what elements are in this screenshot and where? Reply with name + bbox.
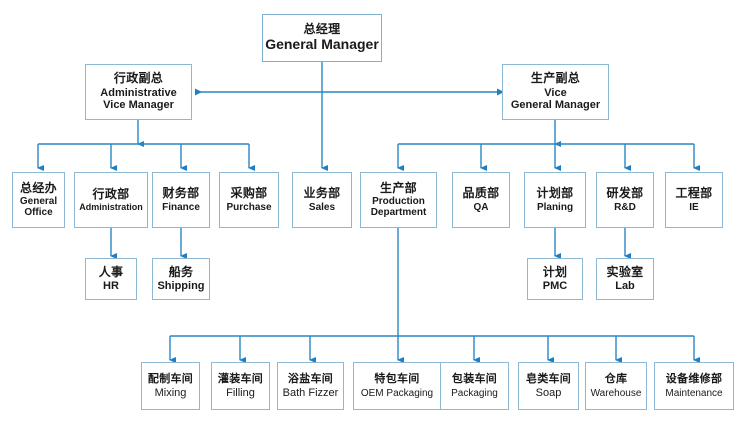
node-pmc[interactable]: 计划 PMC (527, 258, 583, 300)
node-label-en: Soap (535, 387, 562, 399)
node-label-en-line1: Production (372, 196, 425, 208)
node-label-cn: 灌装车间 (217, 372, 264, 385)
node-label-en: Packaging (451, 387, 498, 399)
node-oem-packaging[interactable]: 特包车间 OEM Packaging (353, 362, 441, 410)
node-label-en-line2: Office (24, 207, 53, 219)
node-label-cn: 包装车间 (451, 373, 498, 386)
node-label-cn: 生产部 (380, 180, 417, 195)
node-rnd[interactable]: 研发部 R&D (596, 172, 654, 228)
node-hr[interactable]: 人事 HR (85, 258, 137, 300)
node-qa[interactable]: 品质部 QA (452, 172, 510, 228)
node-label-cn: 总经理 (303, 21, 341, 36)
node-label-en: HR (103, 280, 119, 293)
node-finance[interactable]: 财务部 Finance (152, 172, 210, 228)
node-warehouse[interactable]: 仓库 Warehouse (585, 362, 647, 410)
node-label-cn: 生产副总 (530, 71, 581, 86)
node-label-en: Mixing (154, 387, 187, 399)
node-label-cn: 人事 (98, 264, 124, 279)
node-label-en: Lab (615, 280, 635, 293)
node-label-cn: 实验室 (606, 264, 644, 279)
node-label-cn: 仓库 (604, 373, 628, 386)
node-maintenance[interactable]: 设备维修部 Maintenance (654, 362, 734, 410)
node-label-cn: 计划 (542, 264, 568, 279)
node-administration[interactable]: 行政部 Administration (74, 172, 148, 228)
node-label-cn: 行政副总 (113, 71, 164, 86)
node-label-cn: 财务部 (162, 186, 200, 201)
node-ie[interactable]: 工程部 IE (665, 172, 723, 228)
node-lab[interactable]: 实验室 Lab (596, 258, 654, 300)
node-bath-fizzer[interactable]: 浴盐车间 Bath Fizzer (277, 362, 344, 410)
node-label-en: OEM Packaging (360, 387, 434, 399)
node-production-vice-general-manager[interactable]: 生产副总 Vice General Manager (502, 64, 609, 120)
node-label-en-line1: R&D (614, 201, 636, 213)
node-label-en: Warehouse (590, 387, 642, 399)
node-production-department[interactable]: 生产部 Production Department (360, 172, 437, 228)
node-label-en-line2: Vice Manager (103, 99, 174, 112)
node-purchase[interactable]: 采购部 Purchase (219, 172, 279, 228)
node-label-en: Maintenance (665, 387, 723, 399)
node-label-cn: 品质部 (462, 186, 500, 201)
node-label-en-line1: IE (689, 201, 699, 213)
node-planning[interactable]: 计划部 Planing (524, 172, 586, 228)
node-label-en-line1: Purchase (226, 201, 272, 213)
node-sales[interactable]: 业务部 Sales (292, 172, 352, 228)
node-label-en-line2: Department (370, 207, 427, 219)
node-label-cn: 浴盐车间 (287, 372, 334, 385)
node-label-en: PMC (542, 280, 568, 293)
node-label-cn: 皂类车间 (525, 372, 572, 385)
node-label-en-line1: Sales (308, 201, 336, 213)
node-label-en: Bath Fizzer (282, 387, 339, 399)
node-label-cn: 业务部 (303, 186, 341, 201)
node-label-en: Filling (226, 387, 255, 399)
node-packaging[interactable]: 包装车间 Packaging (440, 362, 509, 410)
node-shipping[interactable]: 船务 Shipping (152, 258, 210, 300)
node-general-manager[interactable]: 总经理 General Manager (262, 14, 382, 62)
node-label-en-line1: Administration (79, 202, 143, 213)
node-label-en-line1: Administrative (100, 86, 177, 99)
node-label-en-line1: QA (473, 201, 489, 213)
node-mixing[interactable]: 配制车间 Mixing (141, 362, 200, 410)
node-label-cn: 计划部 (536, 186, 574, 201)
node-label-cn: 行政部 (92, 186, 130, 201)
node-label-en: General Manager (265, 36, 379, 53)
node-label-cn: 研发部 (606, 186, 644, 201)
node-label-en: Shipping (157, 280, 205, 293)
node-label-cn: 特包车间 (374, 373, 420, 386)
node-administrative-vice-manager[interactable]: 行政副总 Administrative Vice Manager (85, 64, 192, 120)
node-label-cn: 设备维修部 (665, 373, 723, 386)
node-label-cn: 工程部 (675, 186, 713, 201)
node-label-en-line1: General (19, 196, 58, 208)
node-label-cn: 配制车间 (147, 372, 194, 385)
node-label-cn: 船务 (168, 264, 194, 279)
node-filling[interactable]: 灌装车间 Filling (211, 362, 270, 410)
node-label-cn: 采购部 (230, 186, 268, 201)
node-soap[interactable]: 皂类车间 Soap (518, 362, 579, 410)
node-general-office[interactable]: 总经办 General Office (12, 172, 65, 228)
node-label-en-line1: Planing (536, 201, 574, 213)
node-label-en-line1: Vice (544, 86, 567, 99)
node-label-cn: 总经办 (20, 180, 57, 195)
node-label-en-line2: General Manager (510, 99, 601, 112)
node-label-en-line1: Finance (162, 201, 200, 213)
